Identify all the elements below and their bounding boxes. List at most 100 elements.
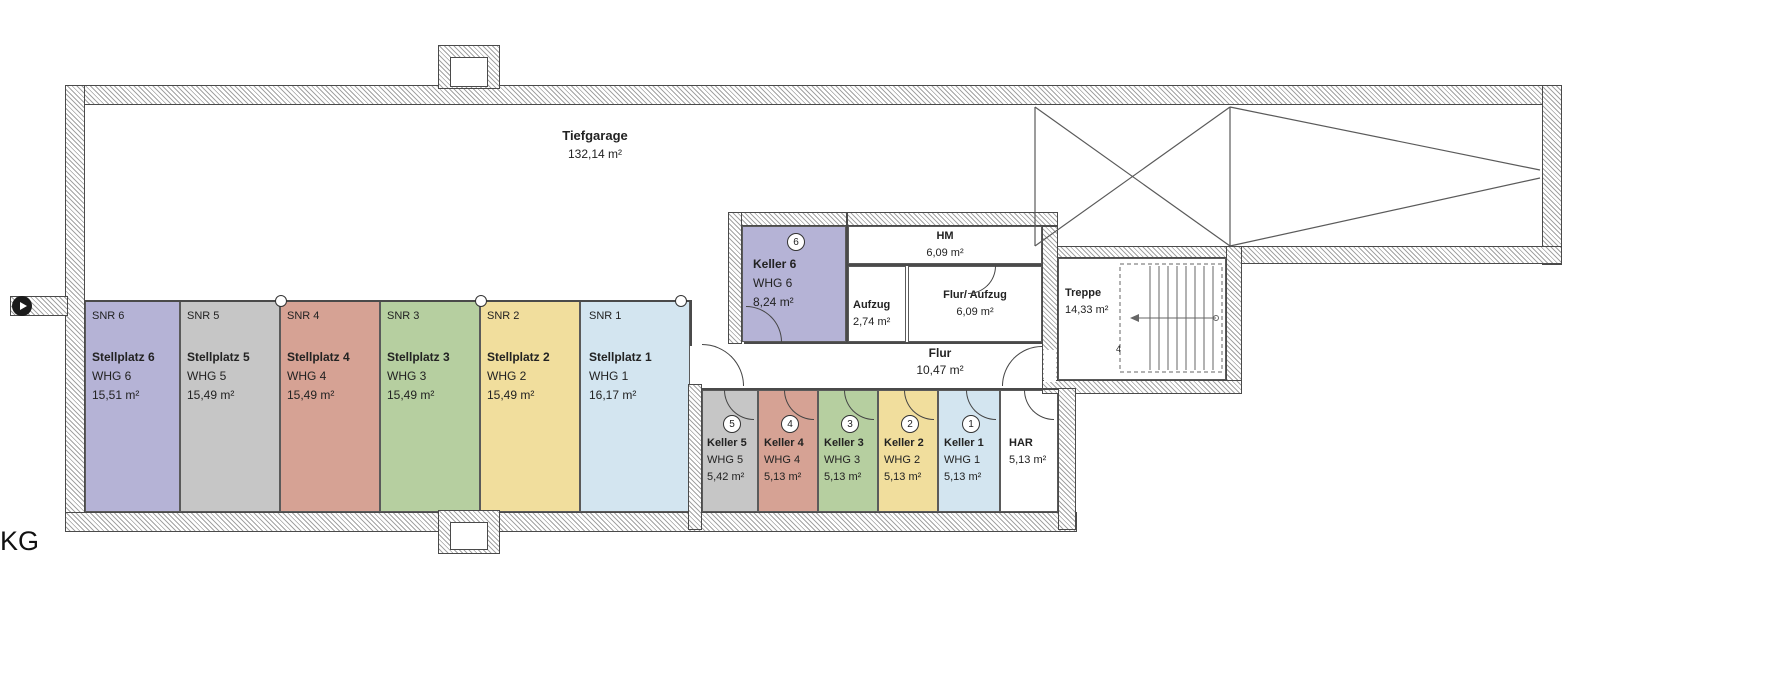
room-number-badge: 4 [781, 415, 799, 433]
room-name: Keller 2 [884, 437, 924, 449]
bottom-protrusion-shaft [450, 522, 488, 550]
room-name: Keller 3 [824, 437, 864, 449]
stall-right-line [690, 300, 692, 346]
room-area: 2,74 m² [853, 316, 891, 328]
room-area: 15,49 m² [387, 388, 435, 402]
snr-label: SNR 6 [92, 310, 125, 322]
room-number-badge: 2 [901, 415, 919, 433]
snr-label: SNR 2 [487, 310, 520, 322]
wall-right [1542, 85, 1562, 265]
flur-top-line [744, 342, 1042, 344]
grid-marker-1 [275, 295, 287, 307]
wall-bottom-left-wing [65, 512, 1077, 532]
room-area: 14,33 m² [1065, 304, 1109, 316]
room-name: HAR [1009, 437, 1033, 449]
room-hm: HM 6,09 m² [848, 226, 1042, 264]
wall-top [65, 85, 1562, 105]
room-treppe: Treppe 14,33 m² [1058, 258, 1226, 380]
room-area: 5,13 m² [884, 471, 922, 483]
room-whg: WHG 3 [387, 369, 427, 383]
wall-core-top [728, 212, 1058, 226]
room-stellplatz-6: SNR 6 Stellplatz 6 WHG 6 15,51 m² [85, 301, 180, 512]
wall-treppe-right [1226, 246, 1242, 394]
room-stellplatz-5: SNR 5 Stellplatz 5 WHG 5 15,49 m² [180, 301, 280, 512]
room-name: Stellplatz 5 [187, 350, 250, 364]
door-gap-treppe [1044, 350, 1056, 382]
wall-core-left [728, 212, 742, 344]
snr-label: SNR 3 [387, 310, 420, 322]
room-aufzug: Aufzug 2,74 m² [848, 266, 906, 342]
snr-label: SNR 4 [287, 310, 320, 322]
snr-label: SNR 5 [187, 310, 220, 322]
room-name: Treppe [1065, 287, 1102, 299]
room-whg: WHG 4 [764, 454, 801, 466]
garage-name: Tiefgarage [562, 128, 628, 143]
garage-label: Tiefgarage 132,14 m² [495, 126, 695, 164]
room-whg: WHG 1 [944, 454, 981, 466]
room-area: 5,13 m² [944, 471, 982, 483]
room-area: 8,24 m² [753, 295, 794, 309]
room-whg: WHG 6 [753, 276, 793, 290]
room-name: Flur [928, 346, 952, 360]
room-whg: WHG 1 [589, 369, 629, 383]
room-whg: WHG 2 [884, 454, 921, 466]
room-name: Stellplatz 1 [589, 350, 652, 364]
wall-keller-row-left [688, 384, 702, 530]
room-number-badge: 1 [962, 415, 980, 433]
room-area: 15,51 m² [92, 388, 140, 402]
room-keller-5: 5 Keller 5 WHG 5 5,42 m² [702, 390, 758, 512]
room-stellplatz-3: SNR 3 Stellplatz 3 WHG 3 15,49 m² [380, 301, 480, 512]
wall-left [65, 85, 85, 532]
room-area: 5,42 m² [707, 471, 745, 483]
keller6-right-line [846, 212, 848, 342]
room-whg: WHG 2 [487, 369, 527, 383]
room-name: Keller 4 [764, 437, 804, 449]
room-number-badge: 5 [723, 415, 741, 433]
room-name: Stellplatz 4 [287, 350, 350, 364]
room-area: 5,13 m² [1009, 454, 1047, 466]
room-name: Stellplatz 3 [387, 350, 450, 364]
room-area: 5,13 m² [824, 471, 862, 483]
stair-start-mark: 4 [1116, 344, 1122, 354]
room-whg: WHG 5 [707, 454, 744, 466]
wall-treppe-bottom [1042, 380, 1242, 394]
room-whg: WHG 3 [824, 454, 861, 466]
room-name: HM [936, 230, 954, 242]
room-whg: WHG 5 [187, 369, 227, 383]
room-area: 15,49 m² [487, 388, 535, 402]
room-area: 15,49 m² [287, 388, 335, 402]
wall-right-wing-bottom [1230, 246, 1562, 264]
ramp-lines [1034, 106, 1541, 247]
snr-label: SNR 1 [589, 310, 622, 322]
room-area: 6,09 m² [956, 306, 994, 318]
entrance-marker-icon [12, 296, 32, 316]
wall-keller-row-right [1058, 388, 1076, 530]
room-name: Stellplatz 2 [487, 350, 550, 364]
room-stellplatz-2: SNR 2 Stellplatz 2 WHG 2 15,49 m² [480, 301, 580, 512]
wall-treppe-top [1042, 246, 1232, 258]
room-number-badge: 6 [787, 233, 805, 251]
grid-marker-2 [475, 295, 487, 307]
room-stellplatz-4: SNR 4 Stellplatz 4 WHG 4 15,49 m² [280, 301, 380, 512]
room-area: 5,13 m² [764, 471, 802, 483]
room-whg: WHG 6 [92, 369, 132, 383]
room-stellplatz-1: SNR 1 Stellplatz 1 WHG 1 16,17 m² [580, 301, 690, 512]
room-area: 15,49 m² [187, 388, 235, 402]
grid-marker-3 [675, 295, 687, 307]
room-name: Keller 5 [707, 437, 747, 449]
room-name: Flur/ Aufzug [943, 289, 1007, 301]
room-number-badge: 3 [841, 415, 859, 433]
flur-bottom-line [702, 388, 1058, 390]
hm-bottom-line [848, 264, 1042, 266]
room-name: Aufzug [853, 299, 891, 311]
room-flur: Flur 10,47 m² [850, 345, 1030, 379]
room-whg: WHG 4 [287, 369, 327, 383]
room-keller-4: 4 Keller 4 WHG 4 5,13 m² [758, 390, 818, 512]
room-area: 16,17 m² [589, 388, 637, 402]
room-area: 10,47 m² [916, 363, 964, 377]
floor-label: KG [0, 526, 40, 556]
door-arc-garage-flur [702, 344, 744, 386]
room-name: Keller 1 [944, 437, 984, 449]
room-name: Keller 6 [753, 257, 797, 271]
